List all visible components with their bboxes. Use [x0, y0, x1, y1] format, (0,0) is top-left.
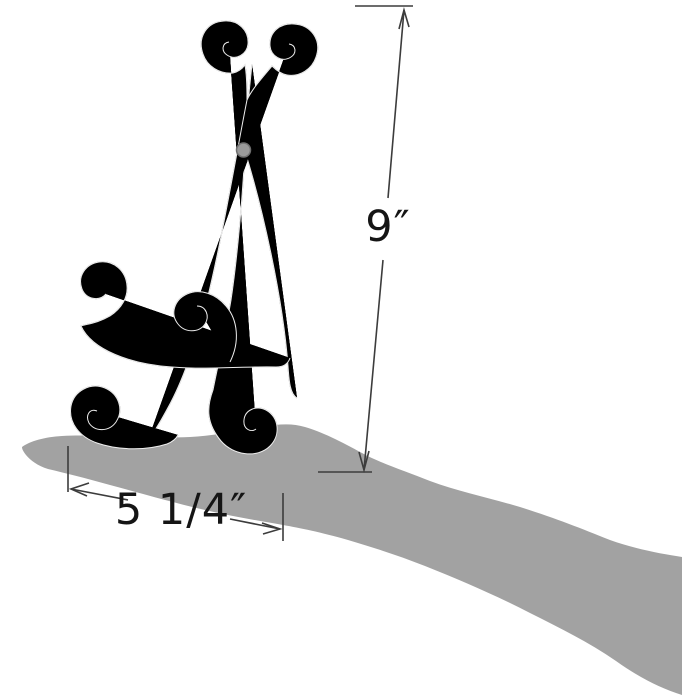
height-dimension: 9″	[318, 5, 413, 474]
arrow-up-icon	[398, 7, 410, 30]
width-dimension: 5 1/4″	[67, 446, 284, 541]
height-dimension-line-lower	[363, 259, 384, 471]
easel-wire-highlight	[70, 20, 319, 455]
easel-stand	[70, 20, 319, 455]
width-dimension-line-left	[70, 488, 129, 501]
height-label: 9″	[365, 202, 410, 252]
arrow-down-icon	[358, 450, 370, 474]
width-label: 5 1/4″	[115, 485, 247, 535]
hand-arm-silhouette	[22, 424, 682, 695]
width-dimension-line-right	[229, 518, 281, 530]
height-dimension-line-upper	[387, 9, 405, 199]
arrow-right-icon	[261, 522, 283, 535]
arrow-left-icon	[68, 482, 90, 497]
easel-hinge-bolt	[235, 142, 252, 158]
